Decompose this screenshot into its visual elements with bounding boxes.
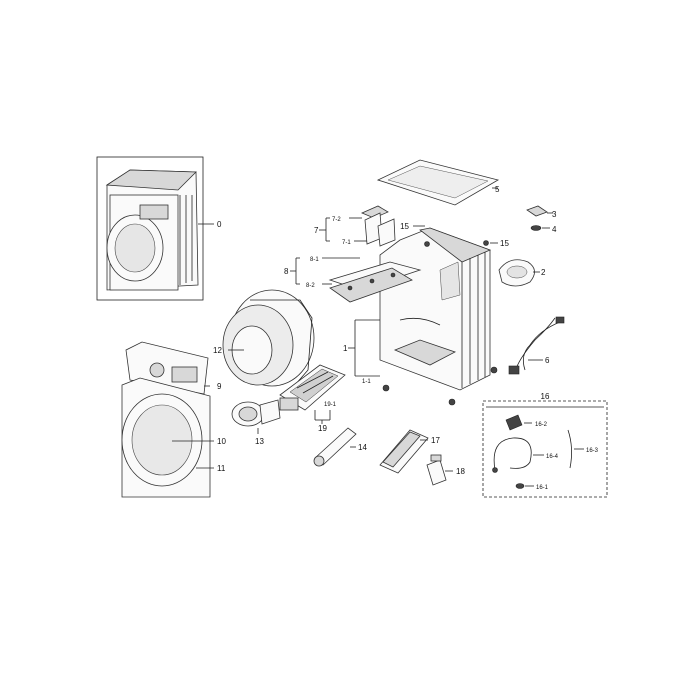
part-15-screw-b: 15 [490,239,509,248]
part-15-screw-a: 15 [400,222,425,231]
part-10-door: 10 [121,393,226,487]
part-5-top-cover: 5 [376,159,500,206]
callout-15b: 15 [500,239,509,248]
part-4-washer: 4 [530,225,557,234]
callout-17: 17 [431,436,440,445]
callout-11: 11 [217,464,226,473]
callout-6: 6 [545,356,550,365]
callout-16-4: 16-4 [546,454,559,460]
callout-14: 14 [358,443,367,452]
callout-2: 2 [541,268,546,277]
callout-19: 19 [318,424,327,433]
callout-5: 5 [495,185,500,194]
part-16-dashed-box [482,400,608,498]
callout-15a: 15 [400,222,409,231]
callout-3: 3 [552,210,557,219]
part-7-control-bracket: 7 7-2 7-1 [314,205,396,247]
part-16-3-pipe: 16-3 [567,429,599,469]
callout-12: 12 [213,346,222,355]
callout-1-1: 1-1 [362,379,371,385]
part-0-dryer-assembly: 0 [96,156,222,301]
part-16-1-washer: 16-1 [515,483,549,491]
callout-16-1: 16-1 [536,485,549,491]
part-17-pcb: 17 [379,429,440,474]
callout-8-1: 8-1 [310,257,319,263]
part-14-duct: 14 [313,427,367,467]
part-12-drum: 12 [213,289,315,387]
callout-18: 18 [456,467,465,476]
part-16-kit: 16 16-2 16-4 16-3 16-1 [482,392,608,498]
part-19-heater-assembly: 19-1 19 [279,364,346,433]
callout-16-3: 16-3 [586,448,599,454]
part-18-cover: 18 [426,454,465,486]
callout-16-2: 16-2 [535,422,548,428]
part-16-2-fitting: 16-2 [505,414,548,431]
part-6-power-cord: 6 [508,316,565,375]
cabinet-frame [379,227,498,406]
callout-10: 10 [217,437,226,446]
callout-16: 16 [541,392,550,401]
callout-8: 8 [284,267,289,276]
part-1-frame-assembly: 1 1-1 [343,319,380,385]
part-2-duct-cover: 2 [498,259,546,287]
callout-9: 9 [217,382,222,391]
callout-1: 1 [343,344,348,353]
callout-7: 7 [314,226,319,235]
callout-7-2: 7-2 [332,217,341,223]
callout-13: 13 [255,437,264,446]
callout-4: 4 [552,225,557,234]
callout-8-2: 8-2 [306,283,315,289]
callout-7-1: 7-1 [342,240,351,246]
callout-0: 0 [217,220,222,229]
part-8-frame-bracket: 8 8-1 8-2 [284,257,422,303]
part-0-frame [96,156,204,301]
part-13-blower: 13 [231,399,281,446]
part-16-4-hose: 16-4 [492,437,559,473]
callout-19-1: 19-1 [324,402,337,408]
part-3-bracket: 3 [526,205,557,219]
